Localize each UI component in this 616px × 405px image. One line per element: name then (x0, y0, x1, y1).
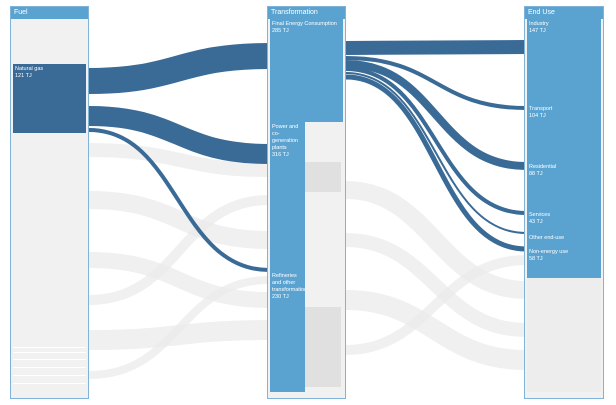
divider (13, 359, 86, 360)
node-value: 121 TJ (15, 73, 32, 79)
background-flows (88, 143, 527, 379)
bg-flow (88, 320, 270, 350)
bg-flow (88, 191, 270, 249)
node-services[interactable]: Services 43 TJ (527, 210, 601, 233)
node-value: 88 TJ (529, 171, 543, 177)
node-power-plants[interactable]: Power and co-generation plants 316 TJ (270, 122, 305, 271)
fuel-column: Fuel Natural gas 121 TJ (10, 6, 89, 399)
bg-flow (88, 195, 270, 305)
flow-gas-to-refineries (88, 128, 270, 272)
node-placeholder (305, 162, 341, 192)
node-residential[interactable]: Residential 88 TJ (527, 162, 601, 210)
highlight-flows (88, 40, 527, 272)
node-label: Non-energy use (529, 249, 569, 255)
node-value: 285 TJ (272, 28, 289, 34)
flow-final-to-services (345, 67, 527, 215)
column-header-fuel: Fuel (11, 7, 88, 19)
node-final-energy[interactable]: Final Energy Consumption 285 TJ (270, 19, 343, 122)
bg-flow (345, 290, 527, 370)
divider (13, 375, 86, 376)
transformation-column: Transformation Final Energy Consumption … (267, 6, 346, 399)
column-header-transformation: Transformation (268, 7, 345, 19)
divider (13, 367, 86, 368)
bg-flow (88, 252, 270, 308)
divider (13, 383, 86, 384)
flow-final-to-residential (345, 60, 527, 170)
node-label: Services (529, 212, 551, 218)
node-value: 230 TJ (272, 294, 289, 300)
node-value: 43 TJ (529, 219, 543, 225)
node-label: Industry (529, 21, 549, 27)
flow-final-to-transport (345, 56, 527, 110)
flow-final-to-other (345, 72, 527, 234)
node-label: Residential (529, 164, 557, 170)
flow-gas-to-power (88, 106, 270, 164)
flow-final-to-nonenergy (345, 74, 527, 252)
bg-flow (88, 276, 270, 379)
flow-gas-to-final (88, 43, 270, 94)
node-placeholder (527, 278, 601, 392)
bg-flow (345, 181, 527, 299)
node-label: Natural gas (15, 66, 44, 72)
node-label: Other end-use (529, 235, 565, 241)
node-value: 147 TJ (529, 28, 546, 34)
node-refineries[interactable]: Refineries and other transformation 230 … (270, 271, 305, 392)
node-value: 58 TJ (529, 256, 543, 262)
node-label: Refineries and other transformation (272, 273, 305, 293)
node-value: 104 TJ (529, 113, 546, 119)
divider (13, 347, 86, 348)
bg-flow (345, 233, 527, 337)
node-industry[interactable]: Industry 147 TJ (527, 19, 601, 104)
divider (13, 352, 86, 353)
bg-flow (345, 255, 527, 355)
node-transport[interactable]: Transport 104 TJ (527, 104, 601, 162)
end-use-column: End Use Industry 147 TJ Transport 104 TJ… (524, 6, 604, 399)
node-other-end-use[interactable]: Other end-use (527, 233, 601, 247)
node-natural-gas[interactable]: Natural gas 121 TJ (13, 64, 86, 133)
column-header-end-use: End Use (525, 7, 603, 19)
node-non-energy-use[interactable]: Non-energy use 58 TJ (527, 247, 601, 278)
node-label: Transport (529, 106, 553, 112)
flow-final-to-industry (345, 40, 527, 55)
node-label: Power and co-generation plants (272, 124, 299, 151)
node-value: 316 TJ (272, 152, 289, 158)
bg-flow (88, 143, 270, 177)
node-placeholder (305, 307, 341, 387)
node-label: Final Energy Consumption (272, 21, 337, 27)
